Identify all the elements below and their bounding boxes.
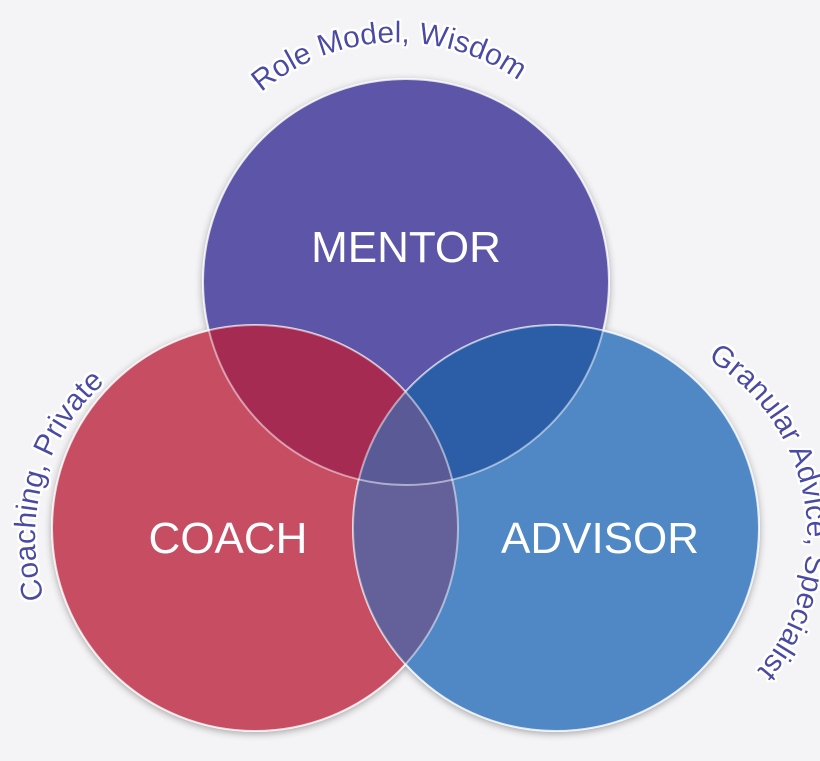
mentor-coach-overlap [203,325,458,485]
mentor-label: MENTOR [311,223,501,272]
mentor-advisor-overlap [353,325,609,485]
coach-label: COACH [149,514,308,563]
advisor-label: ADVISOR [501,514,699,563]
